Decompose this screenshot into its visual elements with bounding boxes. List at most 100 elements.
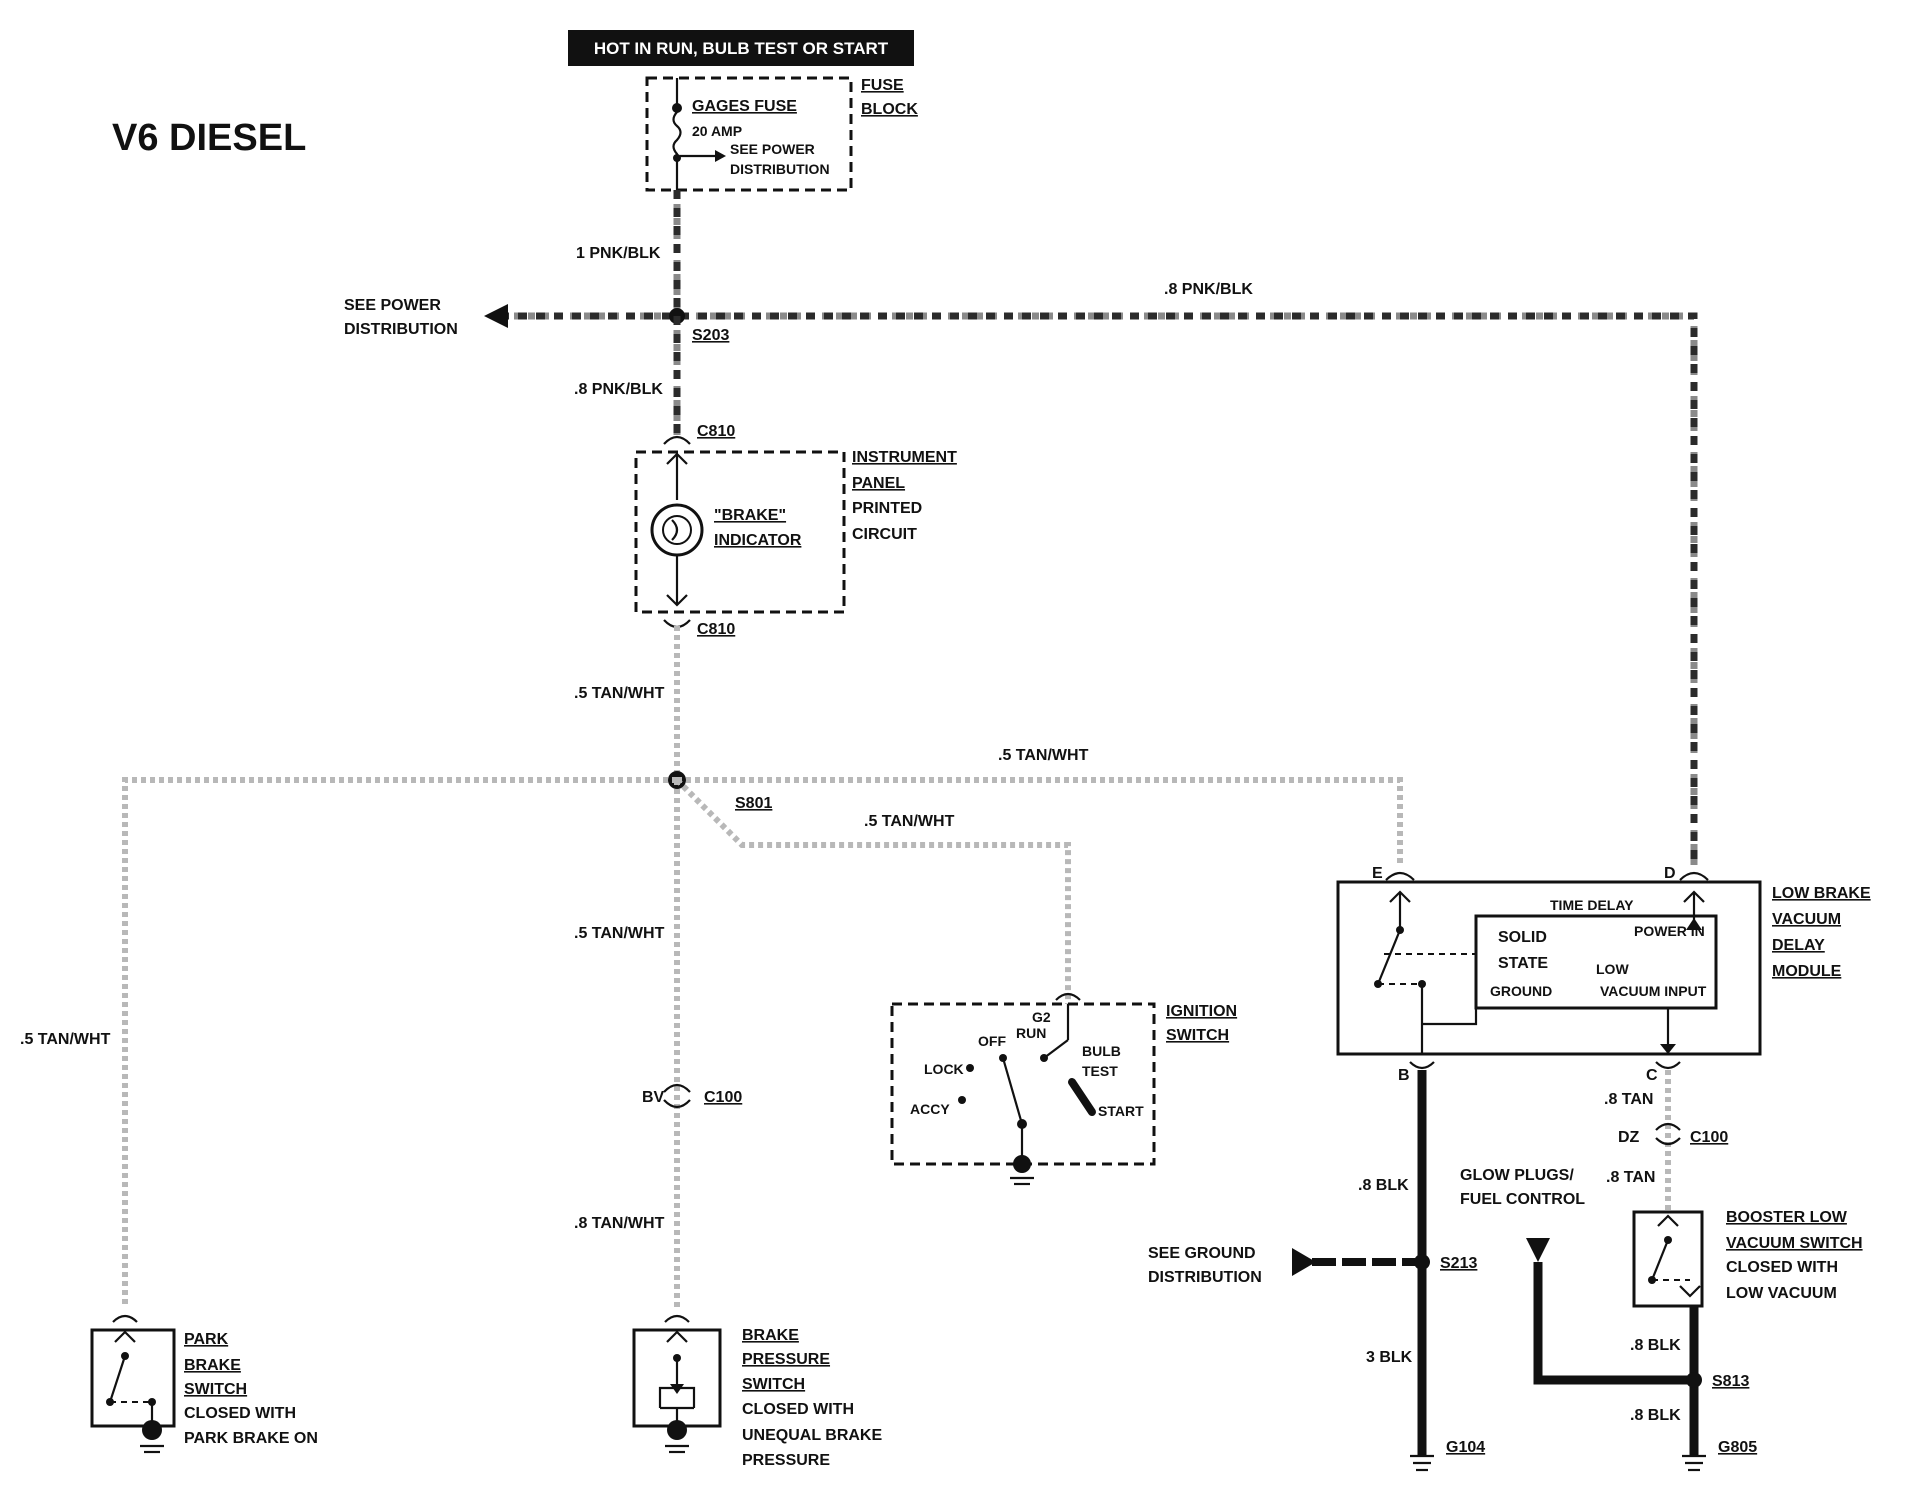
module-low-label: LOW [1596,961,1629,977]
wire-tan-wht-park [122,777,677,1306]
ground-g805-label: G805 [1718,1439,1757,1456]
wire-label-tan-wht-module: .5 TAN/WHT [998,747,1089,764]
arrow-down-icon [1526,1238,1550,1262]
ignition-off-label: OFF [978,1033,1006,1049]
fuse-name: GAGES FUSE [692,98,797,115]
ignition-bulb-label: BULB [1082,1043,1121,1059]
see-ground-label: SEE GROUND [1148,1245,1256,1262]
splice-s801-label: S801 [735,795,772,812]
wire-label-tan-1: .8 TAN [1604,1091,1653,1108]
ground-g104-label: G104 [1446,1439,1485,1456]
ignition-lock-label: LOCK [924,1061,964,1077]
connector-c100-icon [663,1083,691,1109]
fuse-rating: 20 AMP [692,123,742,139]
connector-d-label: D [1664,865,1676,882]
ignition-ground-icon [1013,1155,1031,1173]
module-label-2: VACUUM [1772,911,1841,928]
ignition-run-label: RUN [1016,1025,1046,1041]
power-header-label: HOT IN RUN, BULB TEST OR START [594,39,889,58]
ignition-switch-label-1: IGNITION [1166,1003,1237,1020]
fuse-element-icon [672,111,682,190]
splice-s213-dot [1414,1254,1430,1270]
brake-indicator-label-2: INDICATOR [714,532,802,549]
wire-label-tan-wht-ignition: .5 TAN/WHT [864,813,955,830]
ipc-label-4: CIRCUIT [852,526,917,543]
wire-label-8-blk-booster: .8 BLK [1630,1337,1681,1354]
connector-c100-booster-label: C100 [1690,1129,1728,1146]
ipc-label-3: PRINTED [852,500,922,517]
connector-dz-label: DZ [1618,1129,1640,1146]
module-label-3: DELAY [1772,937,1825,954]
park-label-2: BRAKE [184,1357,241,1374]
fuse-block-label-2: BLOCK [861,101,918,118]
wire-tan-wht-module [677,777,1403,866]
fuse-block-label-1: FUSE [861,77,904,94]
wire-label-3-blk: 3 BLK [1366,1349,1413,1366]
park-brake-switch-box [90,1328,176,1428]
module-time-delay-label: TIME DELAY [1550,897,1634,913]
see-power-distribution-label: DISTRIBUTION [344,321,458,338]
module-solid-label: SOLID [1498,929,1547,946]
module-label-1: LOW BRAKE [1772,885,1871,902]
park-label-1: PARK [184,1331,229,1348]
pressure-label-5: UNEQUAL BRAKE [742,1427,882,1444]
ipc-label-1: INSTRUMENT [852,449,957,466]
connector-c810-bottom-icon [663,619,691,629]
brake-indicator-bulb-icon [650,503,704,557]
ipc-label-2: PANEL [852,475,905,492]
see-power-label: SEE POWER [344,297,441,314]
see-ground-distribution-label: DISTRIBUTION [1148,1269,1262,1286]
splice-s213-label: S213 [1440,1255,1477,1272]
instrument-panel-box [634,450,846,614]
module-power-in-label: POWER IN [1634,923,1705,939]
brake-indicator-label-1: "BRAKE" [714,507,786,524]
wire-black-glow-plugs [1533,1262,1694,1385]
power-header-bar [568,30,914,66]
pressure-label-6: PRESSURE [742,1452,830,1469]
wire-label-2-pnk-blk: .8 PNK/BLK [574,381,663,398]
connector-b-label: B [1398,1067,1410,1084]
module-label-4: MODULE [1772,963,1842,980]
pressure-label-3: SWITCH [742,1376,805,1393]
wire-label-8-tan-wht: .8 TAN/WHT [574,1215,665,1232]
connector-c100-label: C100 [704,1089,742,1106]
booster-label-2: VACUUM SWITCH [1726,1235,1863,1252]
connector-c-label: C [1646,1067,1658,1084]
diagram-title: V6 DIESEL [112,117,306,159]
connector-e-label: E [1372,865,1383,882]
splice-s813-dot [1686,1372,1702,1388]
booster-label-1: BOOSTER LOW [1726,1209,1848,1226]
booster-switch-box [1632,1210,1704,1308]
wire-label-8-blk-g805: .8 BLK [1630,1407,1681,1424]
wire-label-tan-wht-main: .5 TAN/WHT [574,685,665,702]
arrow-left-icon [484,304,508,328]
splice-s813-label: S813 [1712,1373,1749,1390]
wire-label-tan-wht-pressure: .5 TAN/WHT [574,925,665,942]
arrow-right-icon [1292,1248,1316,1276]
connector-c810-bottom-label: C810 [697,621,735,638]
pressure-label-4: CLOSED WITH [742,1401,854,1418]
ignition-start-label: START [1098,1103,1144,1119]
wire-label-8-blk-b: .8 BLK [1358,1177,1409,1194]
pressure-label-1: BRAKE [742,1327,799,1344]
wire-label-1-pnk-blk: 1 PNK/BLK [576,245,661,262]
fuse-see-power: SEE POWER [730,141,815,157]
fuse-block-box [645,76,853,192]
fuel-control-label: FUEL CONTROL [1460,1191,1585,1208]
ignition-switch-label-2: SWITCH [1166,1027,1229,1044]
park-label-3: SWITCH [184,1381,247,1398]
booster-label-4: LOW VACUUM [1726,1285,1837,1302]
ignition-accy-label: ACCY [910,1101,950,1117]
ignition-g2-label: G2 [1032,1009,1051,1025]
module-ground-label: GROUND [1490,983,1552,999]
module-vacuum-input-label: VACUUM INPUT [1600,983,1707,999]
splice-s203-label: S203 [692,327,729,344]
connector-c100-booster-icon [1655,1122,1681,1146]
park-label-4: CLOSED WITH [184,1405,296,1422]
pressure-label-2: PRESSURE [742,1351,830,1368]
wire-label-tan-wht-park: .5 TAN/WHT [20,1031,111,1048]
connector-bv-label: BV [642,1089,665,1106]
wire-label-tan-2: .8 TAN [1606,1169,1655,1186]
connector-c810-top-label: C810 [697,423,735,440]
